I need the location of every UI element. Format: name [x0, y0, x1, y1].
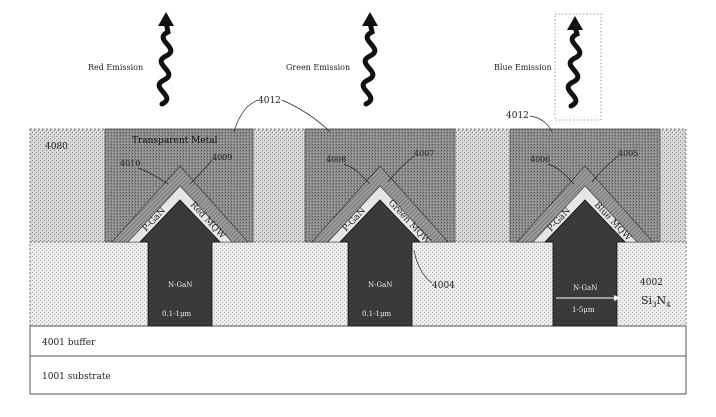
size-label-red: 0.1-1μm	[162, 310, 192, 318]
leader-4012-left-b	[282, 100, 330, 132]
ref-4012-right: 4012	[506, 111, 529, 121]
label-4002: 4002	[640, 278, 663, 288]
red-emission-label: Red Emission	[88, 63, 143, 72]
ref-4012-left: 4012	[258, 96, 281, 106]
ref-4006: 4006	[530, 155, 550, 164]
ngan-label-blue: N-GaN	[573, 284, 597, 292]
label-4080: 4080	[45, 142, 68, 152]
buffer-layer	[30, 326, 686, 356]
label-substrate: 1001 substrate	[42, 372, 111, 382]
ref-4004: 4004	[432, 281, 455, 291]
size-label-green: 0.1-1μm	[362, 310, 392, 318]
ref-4005: 4005	[618, 149, 638, 158]
ngan-label-red: N-GaN	[168, 281, 192, 289]
ref-4007: 4007	[414, 149, 434, 158]
ref-4009: 4009	[212, 153, 232, 162]
blue-emission-label: Blue Emission	[494, 63, 552, 72]
red-emission-wave-icon	[158, 12, 174, 104]
ngan-label-green: N-GaN	[368, 281, 392, 289]
green-emission-wave-icon	[362, 12, 378, 104]
ref-4010: 4010	[120, 159, 140, 168]
blue-emission-wave-icon	[567, 16, 583, 106]
leader-4012-left-a	[234, 100, 258, 132]
substrate-layer	[30, 356, 686, 394]
green-emission-label: Green Emission	[286, 63, 350, 72]
transparent-metal-label: Transparent Metal	[132, 136, 218, 146]
size-label-blue: 1-5μm	[572, 306, 595, 314]
label-buffer: 4001 buffer	[42, 338, 96, 348]
ref-4008: 4008	[326, 155, 346, 164]
